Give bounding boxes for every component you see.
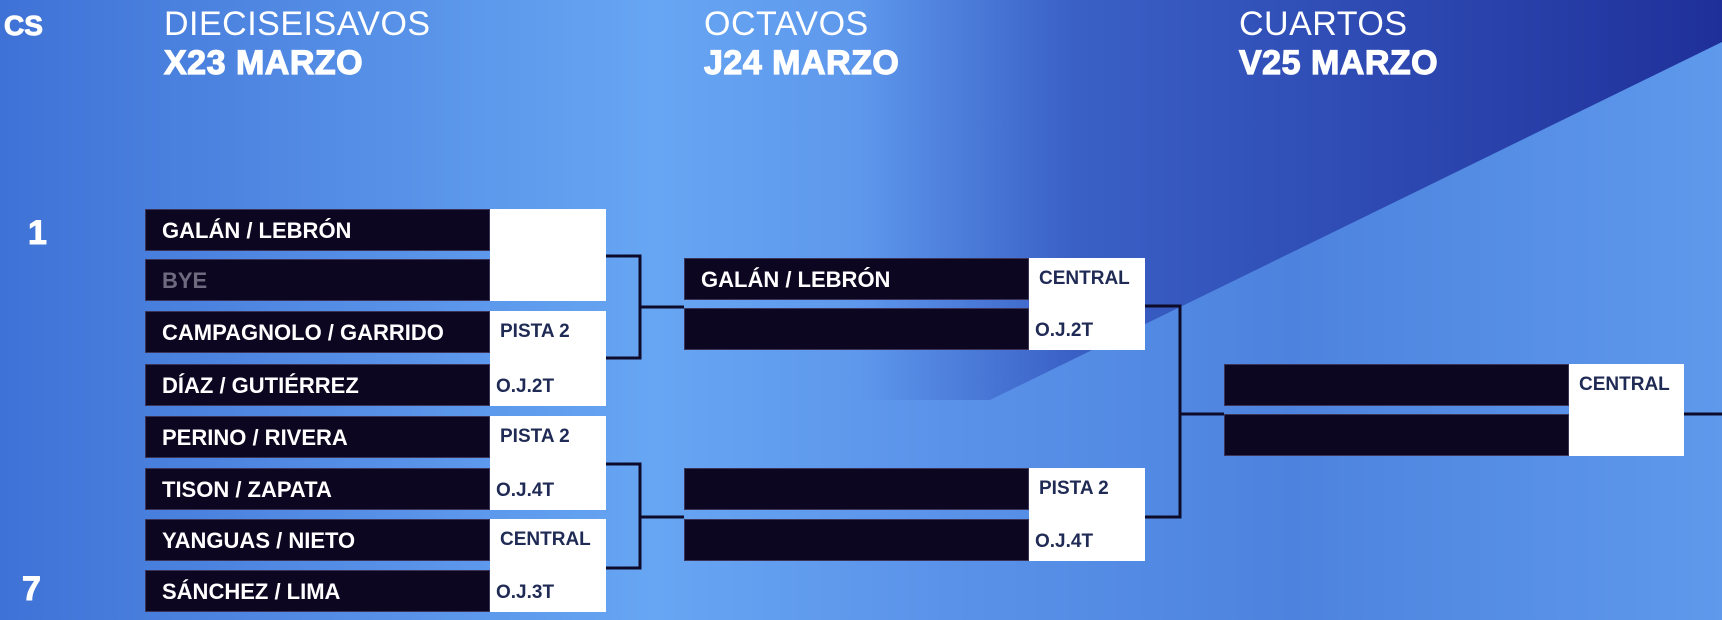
corner-label: CS [4,10,44,42]
match-info: CENTRAL [1569,364,1684,456]
court-label: CENTRAL [500,529,591,550]
court-label: CENTRAL [1579,374,1670,395]
round-date: J24 MARZO [703,43,900,82]
time-label: O.J.4T [1035,531,1094,552]
team-slot[interactable]: CAMPAGNOLO / GARRIDO [145,311,490,353]
round-header-cuartos: CUARTOS V25 MARZO [1238,5,1439,84]
round-header-octavos: OCTAVOS J24 MARZO [703,5,900,84]
court-label: CENTRAL [1039,268,1130,289]
match-info: CENTRAL O.J.2T [1029,258,1145,350]
team-slot[interactable] [684,308,1029,350]
team-slot[interactable] [1224,414,1569,456]
team-slot[interactable]: GALÁN / LEBRÓN [145,209,490,251]
team-slot[interactable] [1224,364,1569,406]
team-slot[interactable]: PERINO / RIVERA [145,416,490,458]
round-name: DIECISEISAVOS [164,5,431,43]
round-name: OCTAVOS [704,5,869,43]
match-info: PISTA 2 O.J.4T [490,416,606,510]
seed-number: 7 [22,570,42,609]
team-slot[interactable]: YANGUAS / NIETO [145,519,490,561]
court-label: PISTA 2 [1039,478,1109,499]
team-slot[interactable]: BYE [145,259,490,301]
seed-number: 1 [28,214,48,253]
team-slot[interactable] [684,468,1029,510]
match-info: PISTA 2 O.J.4T [1029,468,1145,561]
round-name: CUARTOS [1239,5,1408,43]
time-label: O.J.2T [1035,320,1094,341]
time-label: O.J.3T [496,582,555,603]
team-slot[interactable]: GALÁN / LEBRÓN [684,258,1029,300]
round-header-dieciseisavos: DIECISEISAVOS X23 MARZO [163,5,431,84]
court-label: PISTA 2 [500,321,570,342]
round-date: V25 MARZO [1238,43,1439,82]
team-slot[interactable]: DÍAZ / GUTIÉRREZ [145,364,490,406]
time-label: O.J.4T [496,480,555,501]
court-label: PISTA 2 [500,426,570,447]
team-slot[interactable] [684,519,1029,561]
match-info: CENTRAL O.J.3T [490,519,606,612]
match-info: PISTA 2 O.J.2T [490,311,606,406]
team-slot[interactable]: SÁNCHEZ / LIMA [145,570,490,612]
time-label: O.J.2T [496,376,555,397]
round-date: X23 MARZO [163,43,364,82]
match-info [490,209,606,301]
team-slot[interactable]: TISON / ZAPATA [145,468,490,510]
